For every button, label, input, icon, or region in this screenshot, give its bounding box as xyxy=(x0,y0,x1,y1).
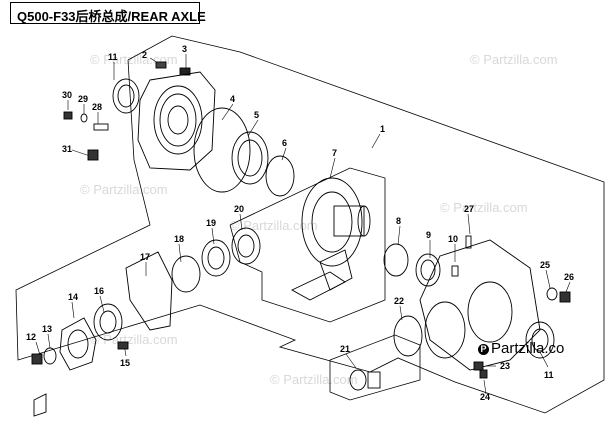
callout-number: 15 xyxy=(120,358,130,368)
seal-part xyxy=(231,227,261,265)
washer-part xyxy=(43,347,57,365)
gasket-part xyxy=(393,315,423,357)
callout-number: 20 xyxy=(234,204,244,214)
watermark: © Partzilla.com xyxy=(470,52,558,67)
ring-part xyxy=(265,155,295,197)
callout-number: 30 xyxy=(62,90,72,100)
oil-seal-part xyxy=(525,321,555,359)
callout-number: 19 xyxy=(206,218,216,228)
callout-number: 9 xyxy=(426,230,431,240)
callout-number: 11 xyxy=(544,370,554,380)
callout-number: 8 xyxy=(396,216,401,226)
callout-number: 21 xyxy=(340,344,350,354)
bearing-part xyxy=(201,239,231,277)
right-housing-part xyxy=(419,239,541,371)
oil-seal-part xyxy=(112,78,140,114)
o-ring-part xyxy=(193,107,251,193)
bearing-part xyxy=(415,253,441,287)
watermark: © Partzilla.com xyxy=(270,372,358,387)
ring-gear-part xyxy=(301,177,363,267)
callout-number: 7 xyxy=(332,148,337,158)
needle-bearing-part xyxy=(349,369,367,391)
washer-part xyxy=(546,287,558,301)
callout-number: 13 xyxy=(42,324,52,334)
watermark: © Partzilla.com xyxy=(90,332,178,347)
callout-number: 11 xyxy=(108,52,118,62)
bearing-part xyxy=(93,303,123,341)
watermark: © Partzilla.com xyxy=(80,182,168,197)
callout-number: 18 xyxy=(174,234,184,244)
title-box: Q500-F33后桥总成/REAR AXLE xyxy=(10,2,206,24)
gear-group-outline xyxy=(229,167,386,323)
flange-part xyxy=(59,317,97,371)
partzilla-brand-text: Partzilla.co xyxy=(491,340,565,357)
callout-number: 4 xyxy=(230,94,235,104)
direction-arrow xyxy=(33,393,47,417)
bracket-part xyxy=(125,251,173,331)
callout-number: 10 xyxy=(448,234,458,244)
callout-number: 31 xyxy=(62,144,72,154)
callout-number: 12 xyxy=(26,332,36,342)
diagram-title: Q500-F33后桥总成/REAR AXLE xyxy=(17,9,206,24)
callout-number: 27 xyxy=(464,204,474,214)
partzilla-mark-icon: P xyxy=(478,344,489,355)
callout-number: 3 xyxy=(182,44,187,54)
callout-number: 14 xyxy=(68,292,78,302)
callout-number: 29 xyxy=(78,94,88,104)
callout-number: 26 xyxy=(564,272,574,282)
shim-part xyxy=(383,243,409,277)
callout-number: 17 xyxy=(140,252,150,262)
callout-number: 1 xyxy=(380,124,385,134)
bearing-part xyxy=(231,131,269,185)
callout-number: 28 xyxy=(92,102,102,112)
callout-number: 22 xyxy=(394,296,404,306)
callout-number: 24 xyxy=(480,392,490,402)
callout-number: 2 xyxy=(142,50,147,60)
callout-number: 6 xyxy=(282,138,287,148)
callout-number: 5 xyxy=(254,110,259,120)
left-cover-part xyxy=(137,71,216,171)
callout-number: 25 xyxy=(540,260,550,270)
bearing-group-outline xyxy=(329,334,421,401)
callout-number: 23 xyxy=(500,361,510,371)
snap-ring-part xyxy=(171,255,201,293)
callout-number: 16 xyxy=(94,286,104,296)
watermark: © Partzilla.com xyxy=(440,200,528,215)
callout-labels: 11 2 3 4 5 6 7 8 9 10 11 12 13 14 15 16 … xyxy=(26,44,574,402)
